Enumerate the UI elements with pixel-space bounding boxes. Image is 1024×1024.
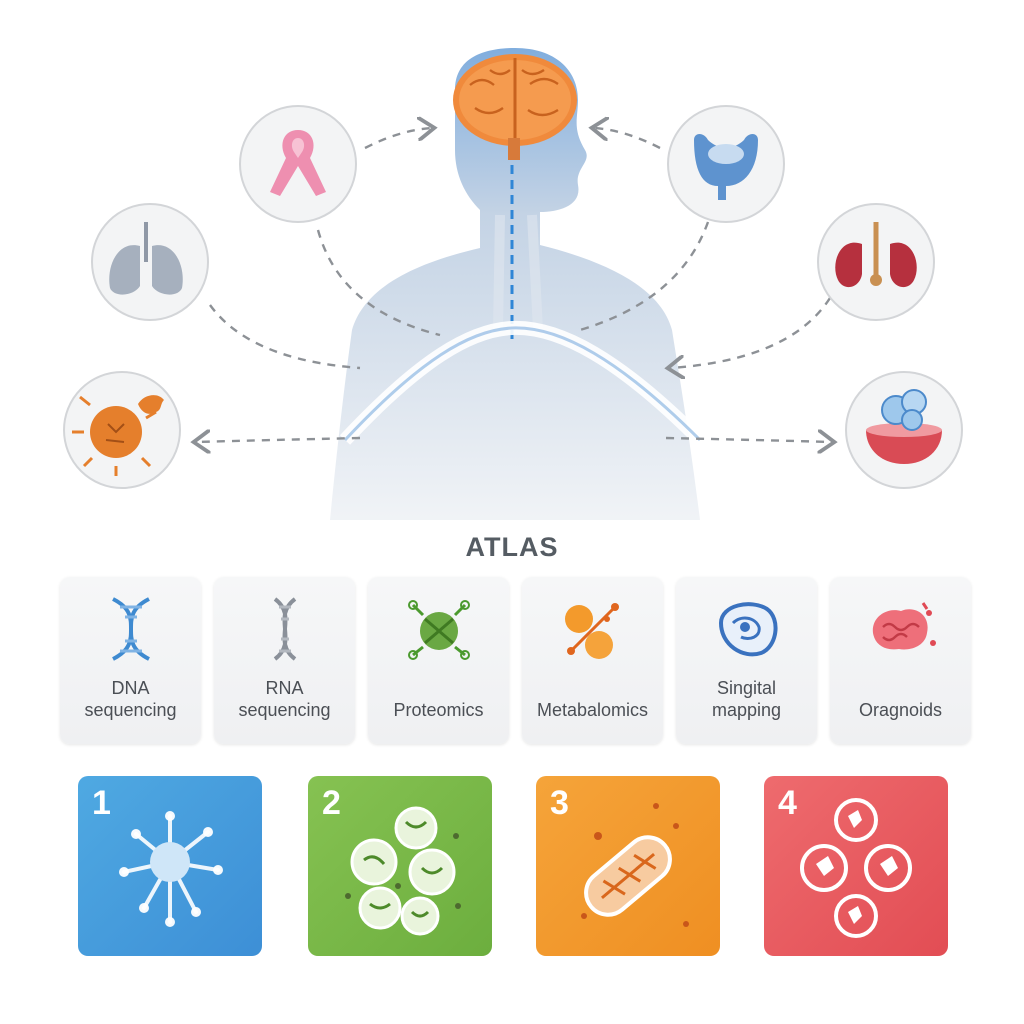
- tile-3[interactable]: 3: [536, 776, 720, 956]
- brain-icon: [453, 54, 577, 160]
- red-cells-icon: [800, 798, 912, 938]
- connector-arrows: [196, 128, 832, 442]
- method-label: Metabalomics: [536, 700, 649, 720]
- tile-1[interactable]: 1: [78, 776, 262, 956]
- tile-2[interactable]: 2: [308, 776, 492, 956]
- organoid-icon: [872, 602, 936, 650]
- method-label: Proteomics: [393, 700, 484, 720]
- atlas-title: ATLAS: [465, 532, 559, 562]
- human-silhouette: [330, 48, 700, 520]
- body-organ-diagram: [63, 48, 963, 520]
- lungs-icon: [91, 203, 209, 321]
- bacterium-icon: [581, 803, 689, 927]
- method-card-metabolomics[interactable]: Metabalomics: [522, 577, 663, 744]
- method-card-organoids[interactable]: Oragnoids: [830, 577, 971, 744]
- tile-4[interactable]: 4: [764, 776, 948, 956]
- ribbon-icon: [239, 105, 357, 223]
- cancer-cell-icon: [63, 371, 181, 489]
- method-label: Oragnoids: [858, 700, 943, 720]
- neuron-cell-icon: [119, 811, 223, 927]
- protein-icon: [408, 600, 470, 660]
- rna-icon: [273, 597, 297, 661]
- dna-icon: [112, 597, 150, 661]
- metabolite-icon: [565, 603, 619, 659]
- tile-number: 4: [778, 784, 797, 822]
- tile-number: 3: [550, 784, 569, 822]
- stomach-icon: [667, 105, 785, 223]
- green-cells-icon: [345, 806, 461, 936]
- kidneys-icon: [817, 203, 935, 321]
- tissue-map-icon: [718, 602, 778, 657]
- method-card-proteomics[interactable]: Proteomics: [368, 577, 509, 744]
- tile-number: 1: [92, 784, 111, 822]
- organoid-bowl-icon: [845, 371, 963, 489]
- tile-number: 2: [322, 784, 341, 822]
